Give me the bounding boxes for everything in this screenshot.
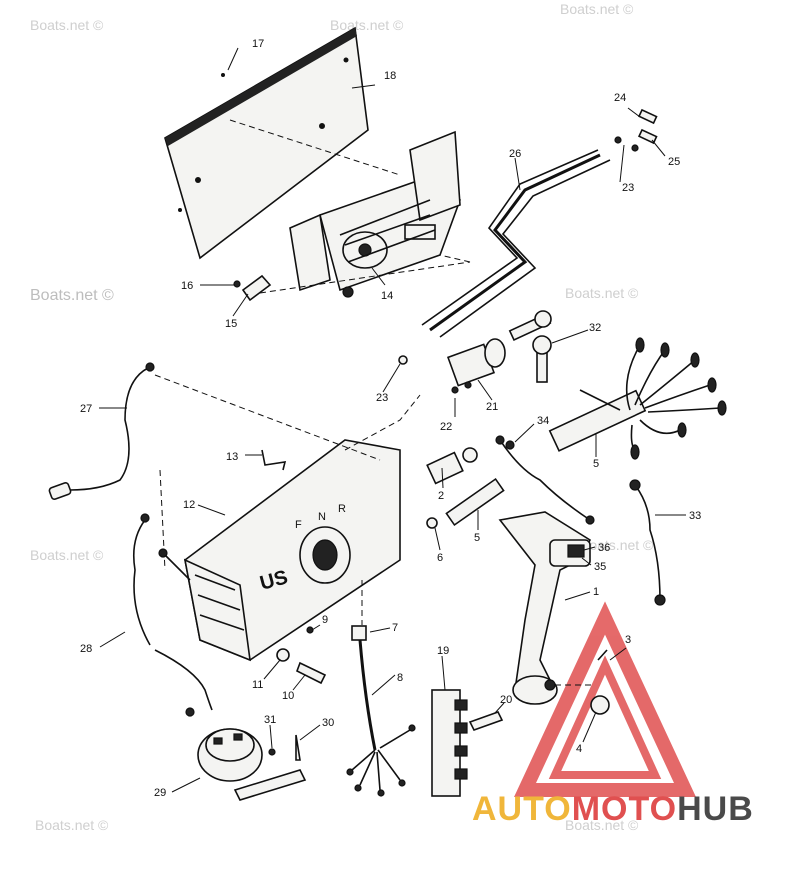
watermark: Boats.net ©: [565, 817, 639, 833]
part-18-cover-plate: [164, 26, 369, 260]
callout-8: 8: [397, 672, 403, 684]
callout-28: 28: [80, 643, 92, 655]
callout-33: 33: [689, 510, 701, 522]
callout-23-top: 23: [622, 182, 634, 194]
callout-5-upper: 5: [593, 458, 599, 470]
part-5-harness: [548, 337, 727, 460]
callout-26: 26: [509, 148, 521, 160]
part-24-25-pins: [614, 108, 658, 152]
part-26-cable: [421, 149, 611, 338]
part-8-harness: [346, 625, 416, 797]
callout-30: 30: [322, 717, 334, 729]
part-31-nut: [268, 748, 276, 756]
callout-9: 9: [322, 614, 328, 626]
part-4-knob-cap: [590, 695, 610, 715]
part-19-terminal-block: [431, 689, 468, 797]
part-11-washer: [276, 648, 290, 662]
callout-6: 6: [437, 552, 443, 564]
logo-triangle: [514, 601, 696, 797]
watermark: Boats.net ©: [30, 17, 104, 33]
part-29-horn: [197, 728, 307, 801]
part-15-16-link: [233, 274, 272, 302]
callout-32: 32: [589, 322, 601, 334]
callout-18: 18: [384, 70, 396, 82]
watermark: Boats.net ©: [30, 287, 114, 304]
callout-10: 10: [282, 690, 294, 702]
part-20-screw: [468, 711, 504, 731]
part-34-wire: [495, 435, 595, 525]
callout-2: 2: [438, 490, 444, 502]
label-forward: F: [295, 519, 302, 531]
part-9-screw: [306, 626, 314, 634]
part-13-clip: [261, 449, 287, 471]
callout-13: 13: [226, 451, 238, 463]
part-6-washer: [426, 517, 438, 529]
part-1-control-lever: [498, 511, 592, 705]
part-32-keys: [508, 310, 552, 383]
part-21-ignition-switch: [446, 338, 506, 394]
part-33-wire: [629, 479, 666, 606]
callout-20: 20: [500, 694, 512, 706]
callout-29: 29: [154, 787, 166, 799]
watermark: Boats.net ©: [30, 547, 104, 563]
callout-16: 16: [181, 280, 193, 292]
callout-23-mid: 23: [376, 392, 388, 404]
logo-moto: MOTO: [571, 790, 678, 828]
callout-25: 25: [668, 156, 680, 168]
callout-15: 15: [225, 318, 237, 330]
callout-5-lower: 5: [474, 532, 480, 544]
callout-34: 34: [537, 415, 549, 427]
callout-7: 7: [392, 622, 398, 634]
brand-logo-text: AUTOMOTOHUB: [472, 790, 754, 829]
callout-36: 36: [598, 542, 610, 554]
callout-27: 27: [80, 403, 92, 415]
watermark: Boats.net ©: [330, 17, 404, 33]
callout-1: 1: [593, 586, 599, 598]
part-2-switch: [426, 447, 478, 485]
leader-lines: [99, 47, 686, 793]
callout-numbers: 17 18 16 15 14 26 24 25 23 32 23 21 22 2…: [80, 38, 701, 799]
watermark: Boats.net ©: [560, 1, 634, 17]
watermark: Boats.net ©: [580, 537, 654, 553]
callout-22: 22: [440, 421, 452, 433]
callout-4: 4: [576, 743, 582, 755]
watermark: Boats.net ©: [35, 817, 109, 833]
part-14-shift-mechanism: [289, 130, 461, 298]
callout-19: 19: [437, 645, 449, 657]
logo-hub: HUB: [677, 790, 754, 828]
callout-11: 11: [252, 679, 263, 691]
part-3-pin: [597, 649, 608, 661]
callout-17: 17: [252, 38, 264, 50]
part-28-wire: [132, 513, 213, 717]
callout-14: 14: [381, 290, 393, 302]
callout-31: 31: [264, 714, 276, 726]
label-reverse: R: [338, 503, 346, 515]
part-10-bolt: [295, 661, 327, 685]
logo-auto: AUTO: [472, 790, 572, 828]
part-12-control-housing: F N R US: [183, 439, 401, 662]
label-neutral: N: [318, 511, 326, 523]
callout-35: 35: [594, 561, 606, 573]
watermark: Boats.net ©: [565, 285, 639, 301]
part-30-screw: [295, 734, 301, 761]
callout-24: 24: [614, 92, 626, 104]
part-5-sleeve: [445, 477, 505, 527]
callout-12: 12: [183, 499, 195, 511]
part-27-wire: [48, 362, 155, 501]
callout-3: 3: [625, 634, 631, 646]
callout-21: 21: [486, 401, 498, 413]
